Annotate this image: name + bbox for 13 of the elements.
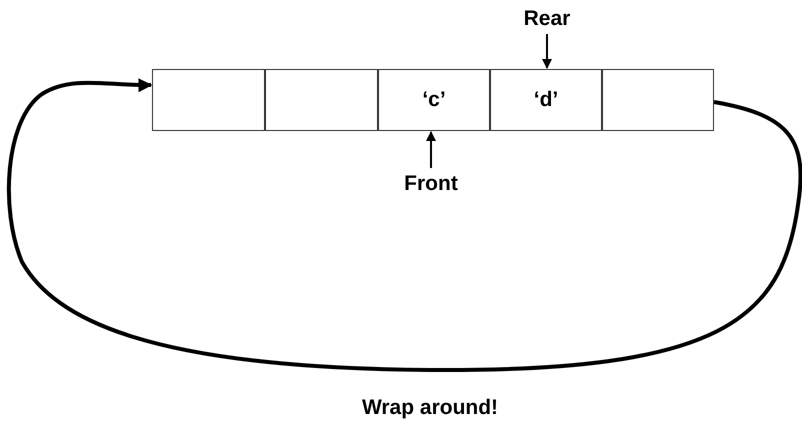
cell-value: ‘d’	[534, 88, 558, 112]
pointer-arrow	[426, 131, 436, 168]
queue-cell	[152, 69, 265, 131]
pointer-arrow	[542, 34, 552, 69]
queue-cell	[265, 69, 378, 131]
queue-cell	[490, 69, 602, 131]
cell-value: ‘c’	[422, 88, 446, 112]
pointer-label: Front	[404, 172, 458, 196]
queue-cell	[602, 69, 714, 131]
wrap-around-arrow	[6, 78, 802, 372]
pointer-label: Rear	[524, 7, 570, 31]
edge-label: Wrap around!	[362, 396, 498, 420]
queue-cell	[378, 69, 490, 131]
